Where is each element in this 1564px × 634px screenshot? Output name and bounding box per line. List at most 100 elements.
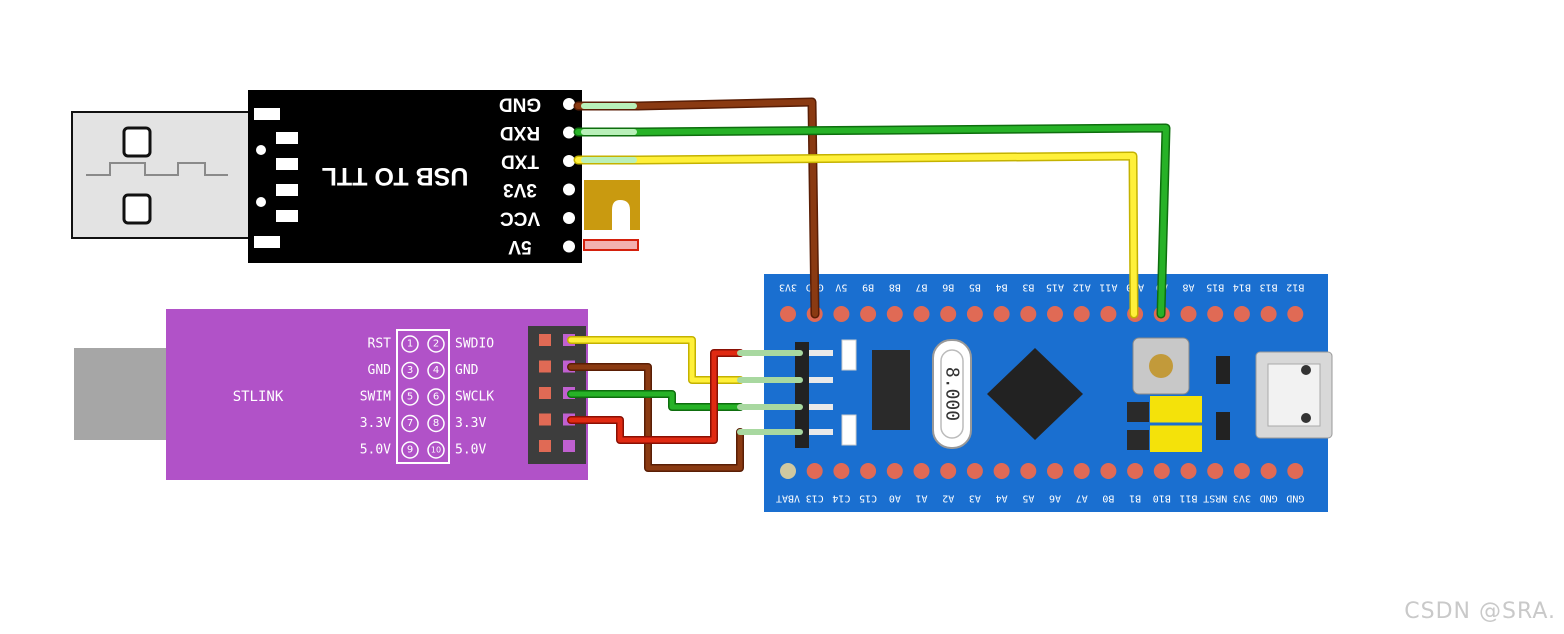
board-pin — [1287, 306, 1304, 322]
board-pin — [966, 463, 983, 479]
board-pin — [780, 463, 796, 479]
ttl-pin-label: GND — [499, 94, 541, 115]
micro-usb-inner — [1267, 363, 1321, 427]
stlink-header-pin — [539, 387, 551, 399]
stlink-pin-number: 5 — [407, 392, 413, 403]
boot-jumper — [1127, 430, 1149, 450]
board-pin — [886, 463, 903, 479]
usb-ttl-title: USB TO TTL — [322, 162, 469, 190]
board-pin — [1100, 463, 1117, 479]
stlink-pin-number: 4 — [433, 365, 439, 376]
board-pin-label: B4 — [996, 282, 1008, 293]
ttl-pin — [563, 240, 575, 253]
board-pin — [1233, 306, 1250, 322]
board-pin — [833, 306, 850, 322]
stlink-pin-number: 9 — [407, 445, 413, 456]
stlink-pin-number: 3 — [407, 365, 413, 376]
smd-component — [841, 414, 857, 446]
board-pin-label: B7 — [915, 282, 927, 293]
stlink-pin-circle — [427, 361, 445, 380]
swd-header-pins — [809, 350, 833, 435]
5v-wire-stub — [583, 239, 639, 251]
board-pin-label: A7 — [1076, 493, 1088, 504]
stlink-pin-box — [396, 329, 450, 464]
mcu-chip — [987, 348, 1083, 440]
stlink-right-label: 3.3V — [455, 416, 486, 431]
stlink-right-label: GND — [455, 363, 479, 378]
board-pin-label: A4 — [996, 493, 1008, 504]
board-pin-label: B0 — [1102, 493, 1114, 504]
board-pin — [1127, 463, 1144, 479]
stlink-left-label: RST — [368, 337, 392, 352]
board-pin-label: B1 — [1129, 493, 1141, 504]
ttl-pin-label: RXD — [500, 122, 540, 143]
stlink-pin-number: 6 — [433, 392, 439, 403]
micro-usb-dot — [1301, 413, 1311, 423]
board-pin — [1100, 306, 1117, 322]
board-pin-label: B10 — [1153, 493, 1171, 504]
pcb-pad — [254, 236, 280, 248]
board-pin — [1047, 463, 1063, 479]
board-pin-label: A1 — [915, 493, 927, 504]
pcb-pad — [276, 158, 298, 170]
stlink-pin-circle — [427, 414, 445, 433]
stlink-header-pin — [539, 360, 551, 373]
swd-header — [795, 342, 809, 448]
pcb-pad — [276, 210, 298, 222]
stlink-right-label: SWDIO — [455, 337, 494, 352]
board-pin — [913, 463, 930, 479]
crystal-label: 8.000 — [942, 367, 963, 421]
stlink-pin-circle — [401, 335, 419, 353]
led — [1216, 356, 1230, 384]
stlink-header-pins — [539, 334, 575, 452]
pcb-pad — [276, 132, 298, 144]
ttl-pin-label: 5V — [508, 236, 532, 257]
board-pin — [860, 306, 877, 322]
board-pin — [860, 463, 877, 479]
stlink-pin-number: 2 — [433, 339, 439, 350]
ttl-pin — [563, 212, 575, 224]
swd-pin — [809, 350, 833, 356]
board-pin-label: 3V3 — [779, 282, 797, 293]
led — [1216, 412, 1230, 440]
swd-pin — [809, 377, 833, 383]
stlink-left-label: 3.3V — [360, 416, 391, 431]
crystal-inner — [940, 349, 964, 439]
board-pin — [1047, 306, 1063, 322]
board-pin-label: C14 — [832, 493, 850, 504]
board-pin — [1020, 306, 1037, 322]
smd-component — [841, 339, 857, 371]
board-pin — [1073, 306, 1090, 322]
stlink-pin-circle — [401, 388, 419, 406]
ttl-pin-label: TXD — [501, 151, 539, 172]
board-pin — [940, 463, 957, 479]
board-pin — [1207, 306, 1224, 322]
board-pin-label: A0 — [889, 493, 901, 504]
board-pin-label: B13 — [1260, 282, 1278, 293]
stlink-left-label: 5.0V — [360, 443, 391, 458]
stlink-title: STLINK — [233, 389, 284, 405]
jumper-cap — [584, 180, 640, 230]
board-pin-label: B12 — [1286, 282, 1304, 293]
board-pin-label: NRST — [1203, 493, 1227, 504]
wire-stlink-gnd-core — [568, 364, 743, 471]
board-pin-label: A15 — [1046, 282, 1064, 293]
board-pin-label: A5 — [1022, 493, 1034, 504]
wire-3v3-core — [568, 350, 743, 443]
usb-plug-trace — [86, 162, 228, 176]
board-pin-label: VBAT — [776, 493, 800, 504]
board-pin — [993, 463, 1010, 479]
board-pin-label: A2 — [942, 493, 954, 504]
swd-pin — [809, 429, 833, 435]
board-pin-label: A8 — [1182, 282, 1194, 293]
stlink-pin-circle — [401, 441, 419, 459]
stlink-pin-circle — [427, 388, 445, 406]
stlink-right-label: SWCLK — [455, 390, 494, 405]
board-pin-label: A12 — [1073, 282, 1091, 293]
